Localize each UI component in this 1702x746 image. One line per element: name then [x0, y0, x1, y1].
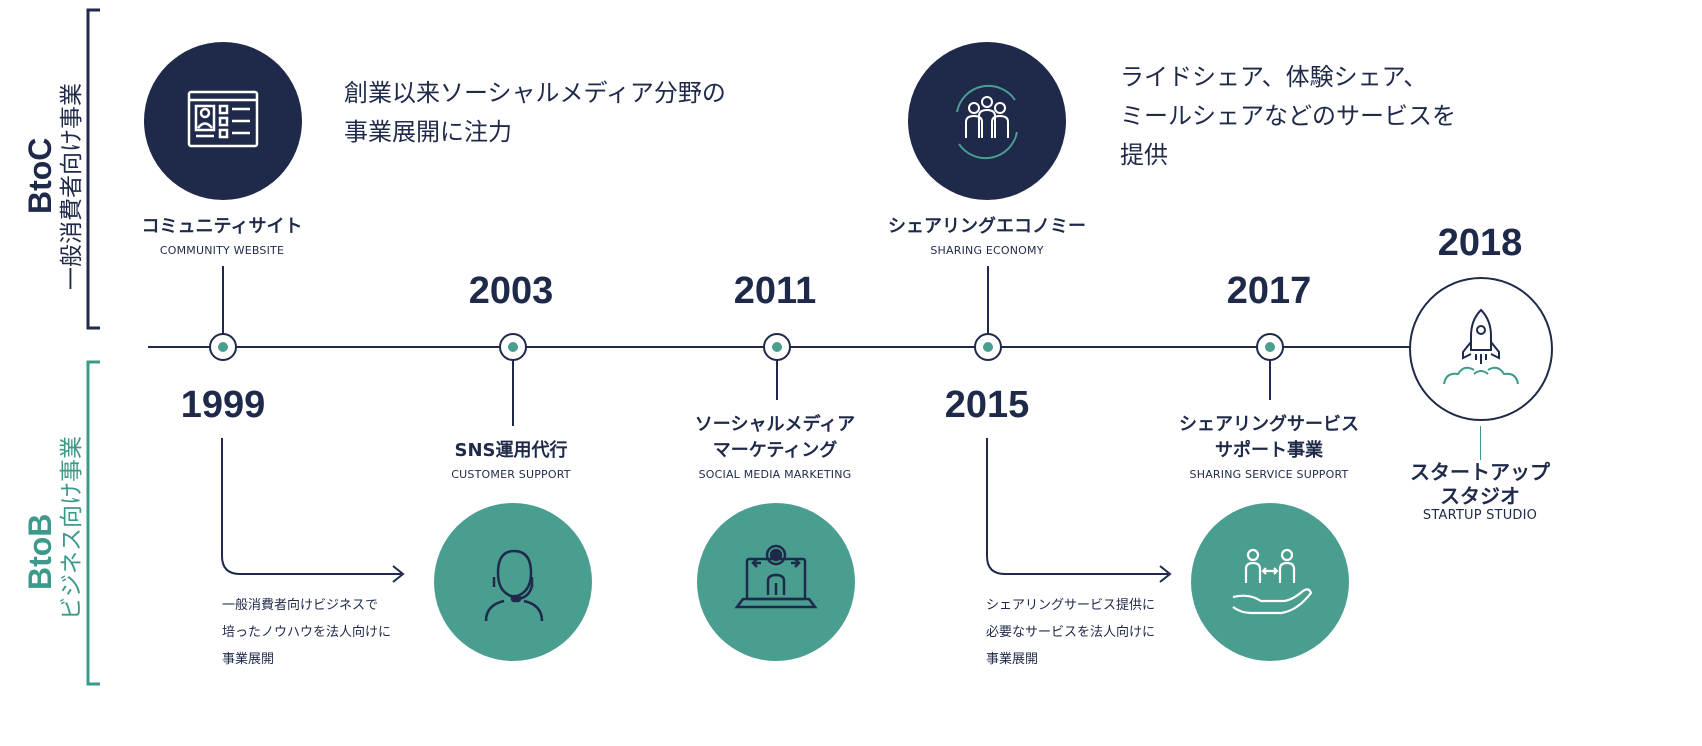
- btob-sublabel: ビジネス向け事業: [59, 436, 85, 620]
- sharing-support-title-line1: シェアリングサービス: [1179, 414, 1359, 435]
- social-media-circle: [697, 503, 855, 661]
- timeline-dot-2011: [763, 333, 791, 361]
- btoc-sublabel: 一般消費者向け事業: [59, 83, 85, 290]
- sharing-economy-subtitle: SHARING ECONOMY: [930, 244, 1044, 257]
- connector-sns: [512, 360, 514, 426]
- sharing-description: ライドシェア、体験シェア、 ミールシェアなどのサービスを 提供: [1120, 58, 1456, 175]
- description-line: 培ったノウハウを法人向けに: [222, 625, 392, 640]
- sharing-support-subtitle: SHARING SERVICE SUPPORT: [1189, 468, 1349, 481]
- community-title: コミュニティサイト: [141, 216, 303, 237]
- description-line: 事業展開に注力: [344, 118, 512, 146]
- connector-community: [222, 266, 224, 334]
- description-line: ライドシェア、体験シェア、: [1120, 63, 1428, 91]
- description-line: 一般消費者向けビジネスで: [222, 598, 379, 613]
- sharing-support-circle: [1191, 503, 1349, 661]
- headset-operator-icon: [484, 549, 544, 622]
- startup-title-line1: スタートアップ: [1410, 460, 1550, 484]
- social-title-line2: マーケティング: [712, 440, 838, 461]
- timeline-dot-1999: [209, 333, 237, 361]
- side-brackets: [86, 8, 100, 686]
- btob-2015-description: シェアリングサービス提供に 必要なサービスを法人向けに 事業展開: [986, 592, 1155, 673]
- timeline-dot-2003: [499, 333, 527, 361]
- description-line: 必要なサービスを法人向けに: [986, 625, 1156, 640]
- description-line: 提供: [1120, 141, 1168, 169]
- community-subtitle: COMMUNITY WEBSITE: [159, 244, 285, 257]
- hand-people-exchange-icon: [1232, 548, 1313, 615]
- community-website-circle: [144, 42, 302, 200]
- description-line: 創業以来ソーシャルメディア分野の: [344, 79, 726, 107]
- timeline-dot-2017: [1256, 333, 1284, 361]
- year-2018: 2018: [1437, 222, 1523, 264]
- startup-title-line2: スタジオ: [1440, 484, 1520, 508]
- people-cycle-icon: [956, 84, 1018, 160]
- sharing-economy-title: シェアリングエコノミー: [888, 216, 1086, 237]
- description-line: シェアリングサービス提供に: [986, 598, 1156, 613]
- connector-sharing-support: [1269, 360, 1271, 400]
- year-2011: 2011: [733, 270, 817, 312]
- arrow-2015: [986, 438, 1172, 583]
- social-title-line1: ソーシャルメディア: [694, 414, 856, 435]
- website-icon: [187, 90, 259, 148]
- rocket-icon: [1443, 308, 1519, 385]
- startup-subtitle: STARTUP STUDIO: [1422, 508, 1538, 523]
- sharing-support-title-line2: サポート事業: [1215, 440, 1323, 461]
- year-2017: 2017: [1226, 270, 1312, 312]
- social-subtitle: SOCIAL MEDIA MARKETING: [698, 468, 852, 481]
- description-line: ミールシェアなどのサービスを: [1120, 102, 1456, 130]
- sns-circle: [434, 503, 592, 661]
- description-line: 事業展開: [986, 652, 1039, 667]
- btob-1999-description: 一般消費者向けビジネスで 培ったノウハウを法人向けに 事業展開: [222, 592, 391, 673]
- sns-title: SNS運用代行: [454, 440, 568, 461]
- arrow-1999: [221, 438, 405, 583]
- year-2003: 2003: [468, 270, 554, 312]
- community-description: 創業以来ソーシャルメディア分野の 事業展開に注力: [344, 74, 726, 152]
- sharing-economy-circle: [908, 42, 1066, 200]
- startup-circle: [1409, 277, 1553, 421]
- year-2015: 2015: [944, 384, 1030, 426]
- connector-sharing: [987, 266, 989, 334]
- connector-startup: [1480, 426, 1481, 460]
- laptop-user-icon: [734, 544, 818, 609]
- year-1999: 1999: [180, 384, 266, 426]
- timeline-dot-2015: [974, 333, 1002, 361]
- connector-social: [776, 360, 778, 400]
- description-line: 事業展開: [222, 652, 275, 667]
- sns-subtitle: CUSTOMER SUPPORT: [451, 468, 571, 481]
